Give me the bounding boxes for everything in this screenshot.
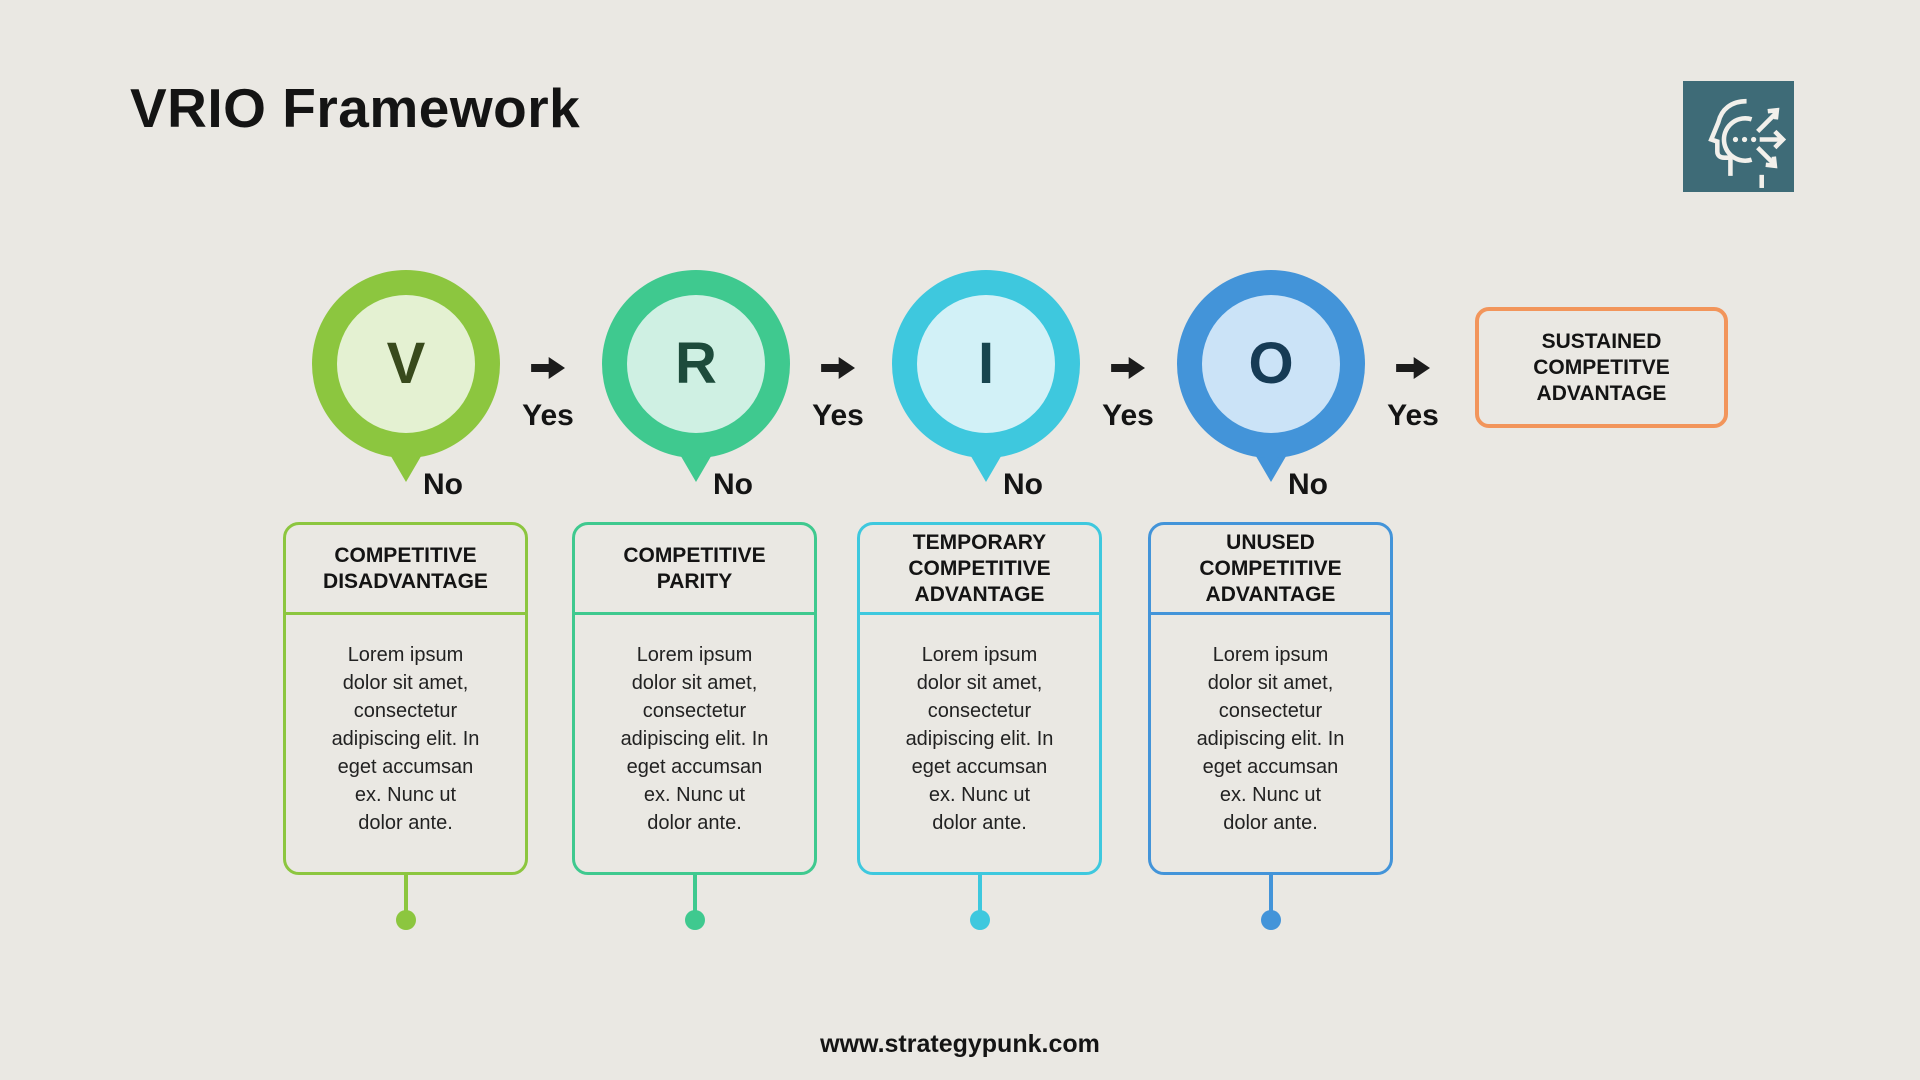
card-title: TEMPORARY COMPETITIVE ADVANTAGE [860,525,1099,615]
step-o: O No Yes [1177,270,1439,501]
card-temporary-competitive-advantage: TEMPORARY COMPETITIVE ADVANTAGE Lorem ip… [857,522,1102,942]
yes-label: Yes [1102,399,1154,432]
connector-stem [1268,875,1273,913]
sustained-competitive-advantage-label: SUSTAINED COMPETITVE ADVANTAGE [1533,329,1670,405]
card-unused-competitive-advantage: UNUSED COMPETITIVE ADVANTAGE Lorem ipsum… [1148,522,1393,942]
right-arrow-icon [820,357,855,379]
connector-stem [977,875,982,913]
connector-dot [1260,910,1281,930]
letter-v: V [386,331,426,396]
letter-i: I [977,331,995,396]
no-label: No [1288,468,1328,501]
card-title: UNUSED COMPETITIVE ADVANTAGE [1151,525,1390,615]
yes-label: Yes [1387,399,1439,432]
yes-transition: Yes [812,357,864,433]
card-body-text: Lorem ipsum dolor sit amet, consectetur … [331,644,480,834]
yes-transition: Yes [522,357,574,433]
yes-label: Yes [522,399,574,432]
card-frame: UNUSED COMPETITIVE ADVANTAGE Lorem ipsum… [1148,522,1393,875]
step-v: V No Yes [312,270,574,501]
connector-stem [692,875,697,913]
circle-fill: R [627,295,765,433]
card-body-text: Lorem ipsum dolor sit amet, consectetur … [1196,644,1345,834]
card-competitive-parity: COMPETITIVE PARITY Lorem ipsum dolor sit… [572,522,817,942]
connector-stem [403,875,408,913]
no-label: No [713,468,753,501]
no-label: No [423,468,463,501]
right-arrow-icon [530,357,565,379]
website-url: www.strategypunk.com [820,1030,1100,1058]
card-frame: COMPETITIVE PARITY Lorem ipsum dolor sit… [572,522,817,875]
no-label: No [1003,468,1043,501]
card-title: COMPETITIVE PARITY [575,525,814,615]
circle-fill: O [1202,295,1340,433]
letter-r: R [675,331,717,396]
card-title: COMPETITIVE DISADVANTAGE [286,525,525,615]
yes-transition: Yes [1387,357,1439,433]
right-arrow-icon [1395,357,1430,379]
card-frame: COMPETITIVE DISADVANTAGE Lorem ipsum dol… [283,522,528,875]
card-body-text: Lorem ipsum dolor sit amet, consectetur … [905,644,1054,834]
yes-label: Yes [812,399,864,432]
card-body-text: Lorem ipsum dolor sit amet, consectetur … [620,644,769,834]
right-arrow-icon [1110,357,1145,379]
card-frame: TEMPORARY COMPETITIVE ADVANTAGE Lorem ip… [857,522,1102,875]
connector-dot [969,910,990,930]
head-with-arrows-icon [1708,98,1787,188]
yes-transition: Yes [1102,357,1154,433]
step-r: R No Yes [602,270,864,501]
strategypunk-logo [1683,81,1794,192]
sustained-competitive-advantage-box: SUSTAINED COMPETITVE ADVANTAGE [1475,307,1728,428]
circle-fill: I [917,295,1055,433]
circle-fill: V [337,295,475,433]
connector-dot [395,910,416,930]
step-i: I No Yes [892,270,1154,501]
page-title: VRIO Framework [130,77,581,139]
connector-dot [684,910,705,930]
card-competitive-disadvantage: COMPETITIVE DISADVANTAGE Lorem ipsum dol… [283,522,528,942]
letter-o: O [1248,331,1294,396]
